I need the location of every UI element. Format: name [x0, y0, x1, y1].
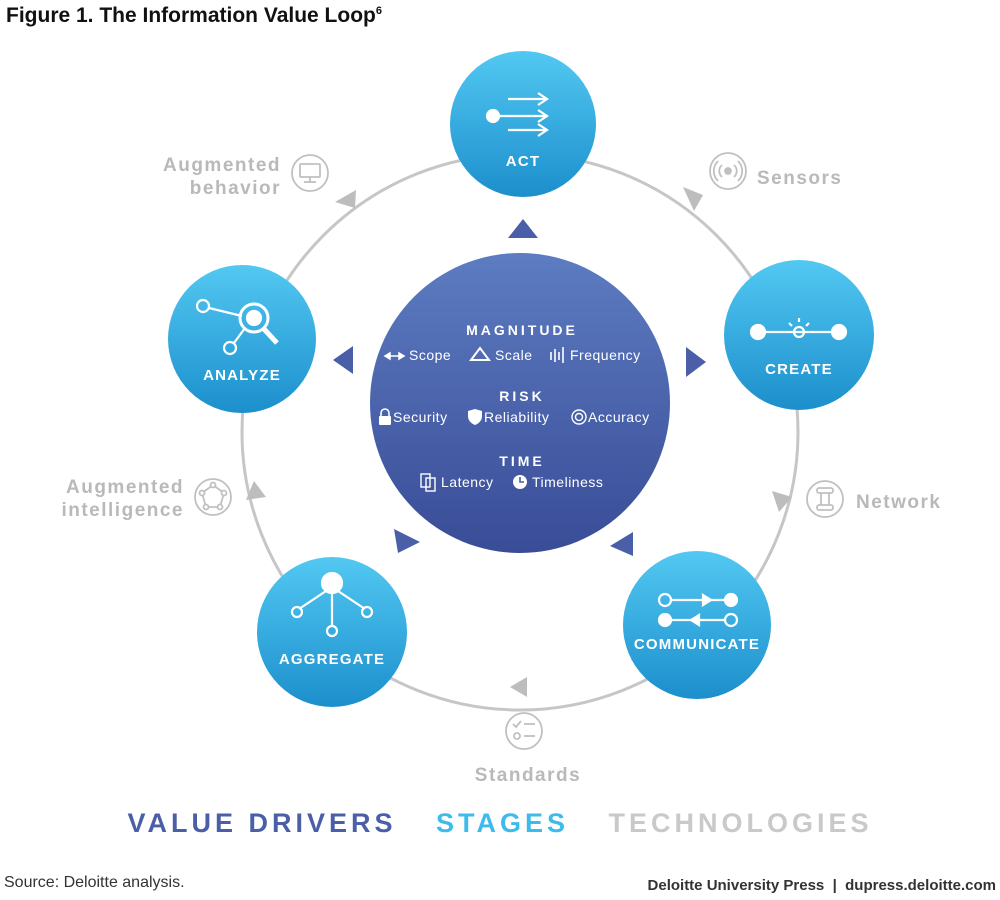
timeliness-label: Timeliness — [532, 474, 603, 490]
legend-value-drivers: VALUE DRIVERS — [127, 808, 397, 838]
driver-triangle-act — [508, 219, 538, 238]
legend-technologies: TECHNOLOGIES — [608, 808, 873, 838]
magnitude-heading: MAGNITUDE — [466, 322, 578, 338]
legend-stages: STAGES — [436, 808, 570, 838]
loop-arrow-standards — [510, 677, 527, 697]
loop-arrow-intelligence — [246, 481, 266, 500]
driver-triangle-aggregate — [394, 529, 420, 553]
scope-label: Scope — [409, 347, 451, 363]
analyze-magnifier-icon — [195, 298, 279, 356]
scale-label: Scale — [495, 347, 533, 363]
tech-label-standards: Standards — [475, 765, 581, 786]
latency-icon — [420, 473, 436, 492]
augmented-intelligence-icon — [194, 478, 232, 516]
tech-label-augmented-behavior-line2: behavior — [190, 178, 281, 199]
standards-icon — [505, 712, 543, 750]
act-arrows-icon — [485, 92, 549, 137]
source-note: Source: Deloitte analysis. — [4, 874, 185, 891]
stage-label-create: CREATE — [765, 361, 833, 378]
aggregate-tree-icon — [290, 571, 374, 638]
tech-label-augmented-intelligence-line1: Augmented — [66, 477, 184, 498]
sensors-icon — [709, 152, 747, 190]
frequency-label: Frequency — [570, 347, 641, 363]
publisher-credit: Deloitte University Press | dupress.delo… — [647, 877, 996, 894]
frequency-icon — [550, 347, 564, 363]
loop-arrow-sensors — [683, 187, 703, 211]
stage-label-analyze: ANALYZE — [203, 367, 281, 384]
stage-label-aggregate: AGGREGATE — [279, 651, 385, 668]
stage-analyze: ANALYZE — [168, 265, 316, 413]
stage-aggregate: AGGREGATE — [257, 557, 407, 707]
loop-arrow-network — [772, 491, 792, 512]
time-heading: TIME — [499, 453, 544, 469]
security-lock-icon — [379, 408, 391, 425]
stage-create: CREATE — [724, 260, 874, 410]
create-node-icon — [749, 318, 848, 341]
reliability-shield-icon — [468, 409, 482, 425]
driver-triangle-create — [686, 347, 706, 377]
timeliness-clock-icon — [513, 475, 527, 489]
driver-triangle-communicate — [610, 532, 633, 556]
loop-arrow-behavior — [335, 190, 356, 208]
network-icon — [806, 480, 844, 518]
scope-icon — [383, 351, 406, 361]
stage-label-act: ACT — [506, 153, 540, 170]
augmented-behavior-icon — [291, 154, 329, 192]
figure-title: Figure 1. The Information Value Loop6 — [6, 4, 382, 28]
scale-icon — [469, 346, 491, 361]
tech-label-augmented-intelligence-line2: intelligence — [61, 500, 184, 521]
security-label: Security — [393, 409, 448, 425]
stage-act: ACT — [450, 51, 596, 197]
reliability-label: Reliability — [484, 409, 549, 425]
value-drivers-circle — [370, 253, 670, 553]
legend: VALUE DRIVERS STAGES TECHNOLOGIES — [0, 808, 1000, 839]
accuracy-label: Accuracy — [588, 409, 650, 425]
risk-heading: RISK — [499, 388, 544, 404]
tech-label-network: Network — [856, 492, 941, 513]
stage-communicate: COMMUNICATE — [623, 551, 771, 699]
figure-title-text: Figure 1. The Information Value Loop — [6, 4, 376, 27]
communicate-arrows-icon — [657, 592, 739, 628]
tech-label-augmented-behavior-line1: Augmented — [163, 155, 281, 176]
figure-title-footnote: 6 — [375, 5, 382, 17]
latency-label: Latency — [441, 474, 494, 490]
driver-triangle-analyze — [333, 346, 353, 374]
stage-label-communicate: COMMUNICATE — [634, 636, 760, 653]
tech-label-sensors: Sensors — [757, 168, 842, 189]
accuracy-target-icon — [571, 409, 587, 425]
